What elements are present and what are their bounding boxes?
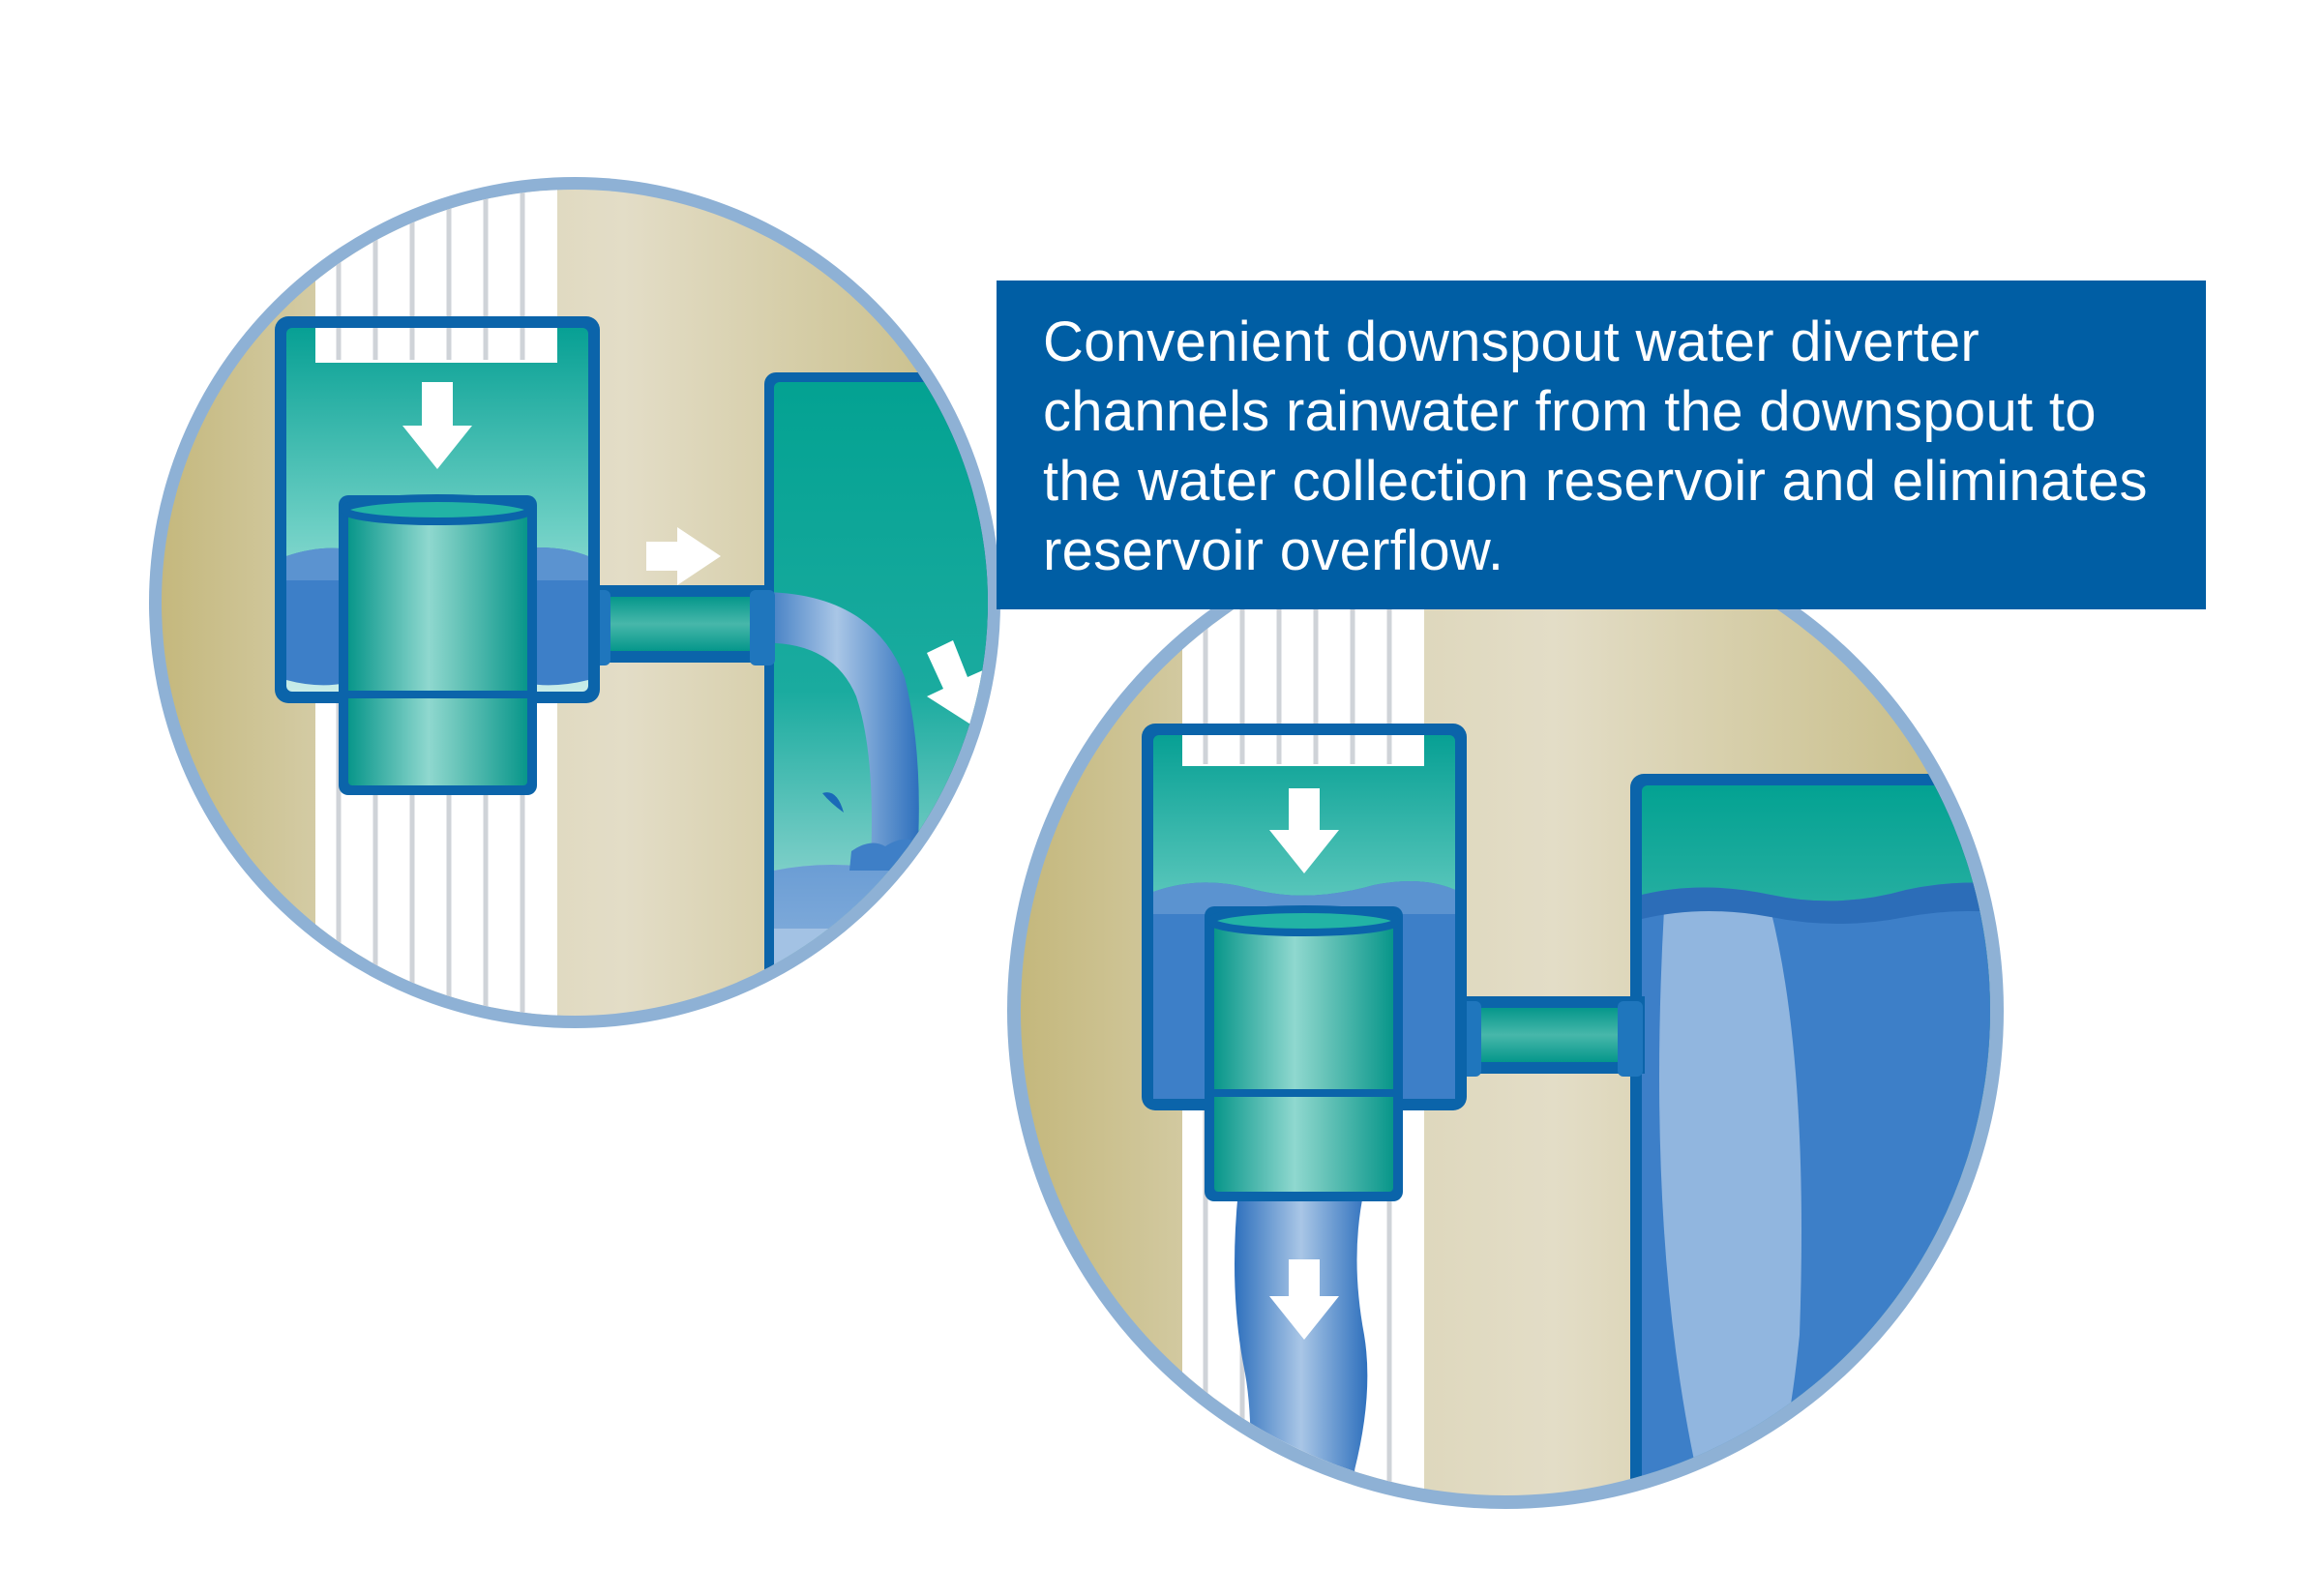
down-arrow-icon (1269, 788, 1339, 873)
down-arrow-icon (402, 382, 472, 469)
left-detail-circle (149, 177, 1000, 1028)
right-diverter-body (1142, 724, 1467, 1201)
right-downflow-water (1235, 1190, 1368, 1495)
right-detail-circle (1007, 513, 2004, 1509)
down-arrow-icon (927, 640, 985, 725)
right-connector-pipe (1451, 996, 1645, 1077)
down-arrow-icon (1269, 1259, 1339, 1340)
caption-box: Convenient downspout water diverter chan… (997, 281, 2206, 609)
left-connector-pipe (580, 585, 775, 665)
caption-text: Convenient downspout water diverter chan… (1043, 310, 2148, 582)
right-arrow-icon (646, 527, 721, 585)
left-diverter-body (275, 316, 600, 795)
